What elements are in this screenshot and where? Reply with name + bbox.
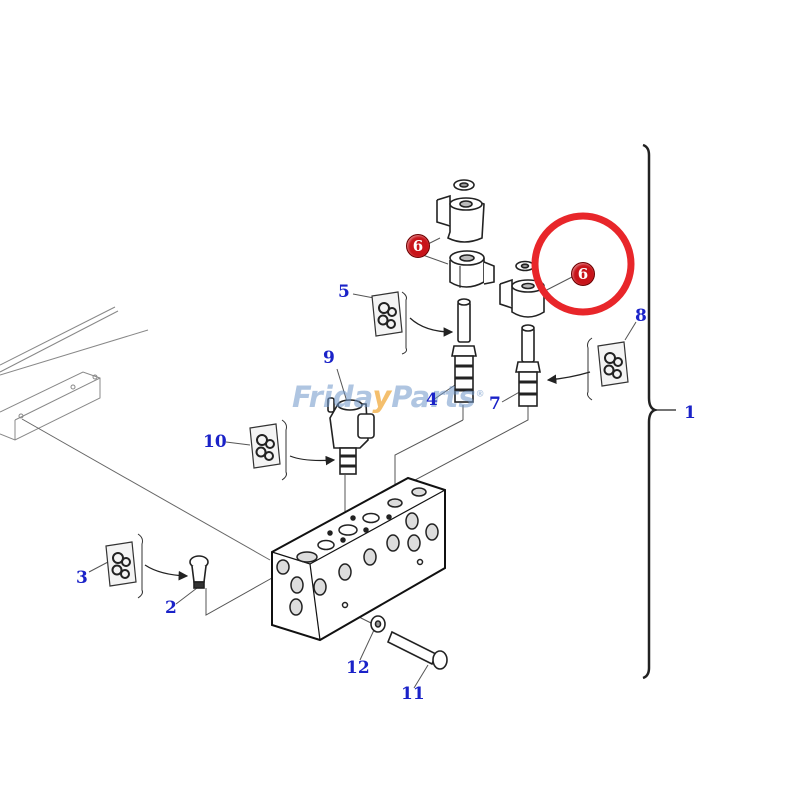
cartridge-7: [515, 324, 541, 407]
callout-8: 8: [635, 306, 647, 326]
assembly-bracket: [642, 143, 676, 680]
manifold-block: [271, 476, 446, 642]
callout-7: 7: [489, 394, 501, 414]
cartridge-4: [451, 298, 477, 403]
callout-5: 5: [338, 282, 350, 302]
callout-9: 9: [323, 348, 335, 368]
callout-11: 11: [401, 684, 425, 704]
watermark-logo: FridayParts®: [292, 380, 485, 414]
callout-3: 3: [76, 568, 88, 588]
callout-12: 12: [346, 658, 370, 678]
callout-2: 2: [165, 598, 177, 618]
valve-9: [327, 397, 375, 475]
callout-4: 4: [426, 390, 438, 410]
plug-2: [189, 555, 209, 589]
seal-packet-10: [249, 419, 287, 481]
washer-12: [370, 615, 386, 633]
callout-10: 10: [203, 432, 227, 452]
callout-6-badge-left: 6: [406, 234, 430, 258]
callout-6-badge-highlighted: 6: [571, 262, 595, 286]
seal-packet-3: [105, 533, 143, 599]
coil-stack-left: [436, 179, 495, 288]
frame-rails: [0, 306, 271, 561]
callout-1: 1: [684, 403, 696, 423]
bolt-11: [386, 630, 448, 670]
highlight-circle: [531, 212, 635, 316]
seal-packet-8: [587, 337, 629, 401]
seal-packet-5: [371, 291, 407, 355]
